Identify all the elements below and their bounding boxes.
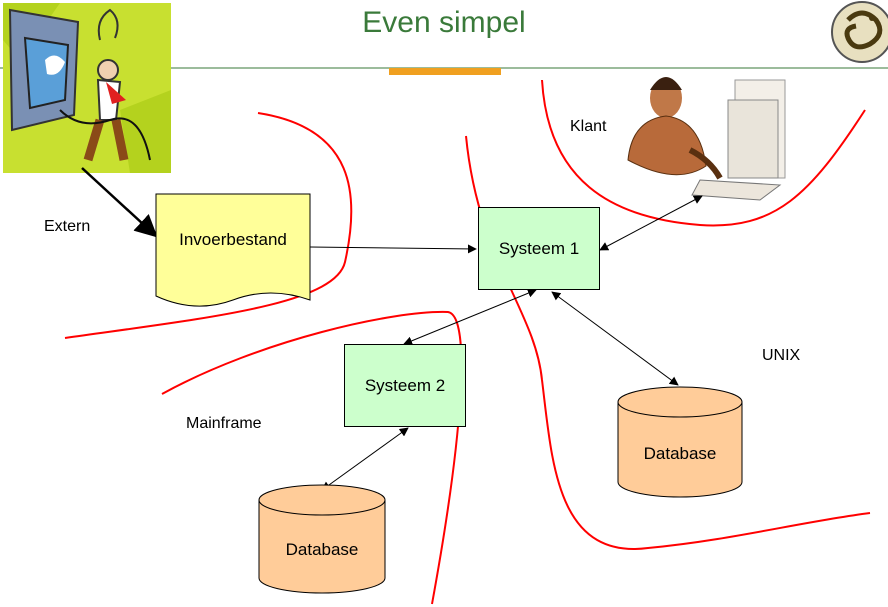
system2-node: Systeem 2 [344, 344, 466, 427]
header-accent-bar [389, 68, 501, 75]
system1-label: Systeem 1 [498, 238, 580, 258]
arrow-system1-db-unix [551, 291, 679, 386]
system2-label: Systeem 2 [364, 375, 446, 395]
arrow-system1-system2 [403, 288, 537, 346]
connections [81, 167, 703, 491]
zone-label-extern: Extern [44, 218, 91, 235]
db-mainframe-shape [258, 484, 386, 594]
arrow-input-to-system1 [309, 244, 477, 254]
boundary-extern [64, 112, 353, 339]
db-unix-shape [617, 386, 743, 498]
computer-user-icon [3, 3, 171, 173]
db-unix-label: Database [643, 444, 717, 463]
zone-label-unix: UNIX [762, 347, 801, 364]
client-person-icon [627, 77, 786, 201]
slide-title: Even simpel [362, 6, 526, 39]
zone-label-mainframe: Mainframe [186, 415, 262, 432]
input-file-shape [155, 193, 311, 307]
zone-label-client: Klant [570, 118, 607, 135]
db-mainframe-label: Database [285, 540, 359, 559]
arrow-system1-client [599, 195, 703, 251]
arrow-system2-db-mainframe [321, 427, 409, 491]
lizard-logo-icon [831, 1, 888, 63]
system1-node: Systeem 1 [478, 207, 600, 290]
input-file-node: Invoerbestand [179, 230, 287, 249]
arrow-extern-to-input [81, 167, 158, 238]
